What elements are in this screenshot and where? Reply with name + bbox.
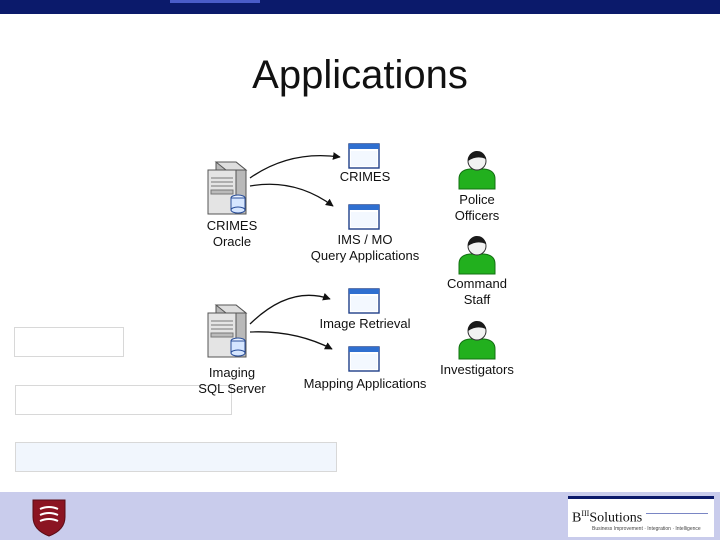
investigators-user-icon (458, 320, 496, 360)
crimes-server-label-1: CRIMES (207, 218, 258, 233)
command-staff-label-1: Command (447, 276, 507, 291)
crimes-app-window-icon (348, 143, 380, 169)
applications-diagram: CRIMES Oracle Imaging SQL Server CRIMES … (198, 143, 514, 396)
placeholder-box-1 (14, 327, 124, 357)
police-officers-label-2: Officers (455, 208, 500, 223)
image-retrieval-label: Image Retrieval (319, 316, 410, 331)
arrow-imaging-to-mapping (249, 331, 333, 350)
command-staff-user-icon (458, 235, 496, 275)
arrow-crimes-to-ims (249, 183, 334, 207)
brand-tagline: Business Improvement · Integration · Int… (592, 526, 701, 532)
imaging-server-label-1: Imaging (209, 365, 255, 380)
top-bar (0, 0, 720, 14)
mapping-app-label: Mapping Applications (304, 376, 427, 391)
slide-title: Applications (252, 53, 468, 97)
ims-app-window-icon (348, 204, 380, 230)
investigators-label: Investigators (440, 362, 514, 377)
image-retrieval-window-icon (348, 288, 380, 314)
university-seal-icon (32, 499, 66, 537)
placeholder-box-3 (15, 442, 337, 472)
arrow-imaging-to-image-retrieval (249, 293, 331, 325)
brand-rule (646, 513, 708, 514)
command-staff-label-2: Staff (464, 292, 491, 307)
mapping-app-window-icon (348, 346, 380, 372)
imaging-server-label-2: SQL Server (198, 381, 266, 396)
police-officers-label-1: Police (459, 192, 494, 207)
top-bar-highlight (170, 0, 260, 3)
police-officers-user-icon (458, 150, 496, 190)
brand-name: BIIISolutions (572, 509, 643, 526)
imaging-server-icon (207, 304, 247, 358)
ims-app-label-2: Query Applications (311, 248, 420, 263)
crimes-server-icon (207, 161, 247, 215)
ims-app-label-1: IMS / MO (338, 232, 393, 247)
bsolutions-logo: BIIISolutions Business Improvement · Int… (568, 496, 714, 537)
crimes-app-label: CRIMES (340, 169, 391, 184)
arrow-crimes-to-crimes-app (249, 152, 341, 179)
crimes-server-label-2: Oracle (213, 234, 251, 249)
placeholder-box-2 (15, 385, 232, 415)
